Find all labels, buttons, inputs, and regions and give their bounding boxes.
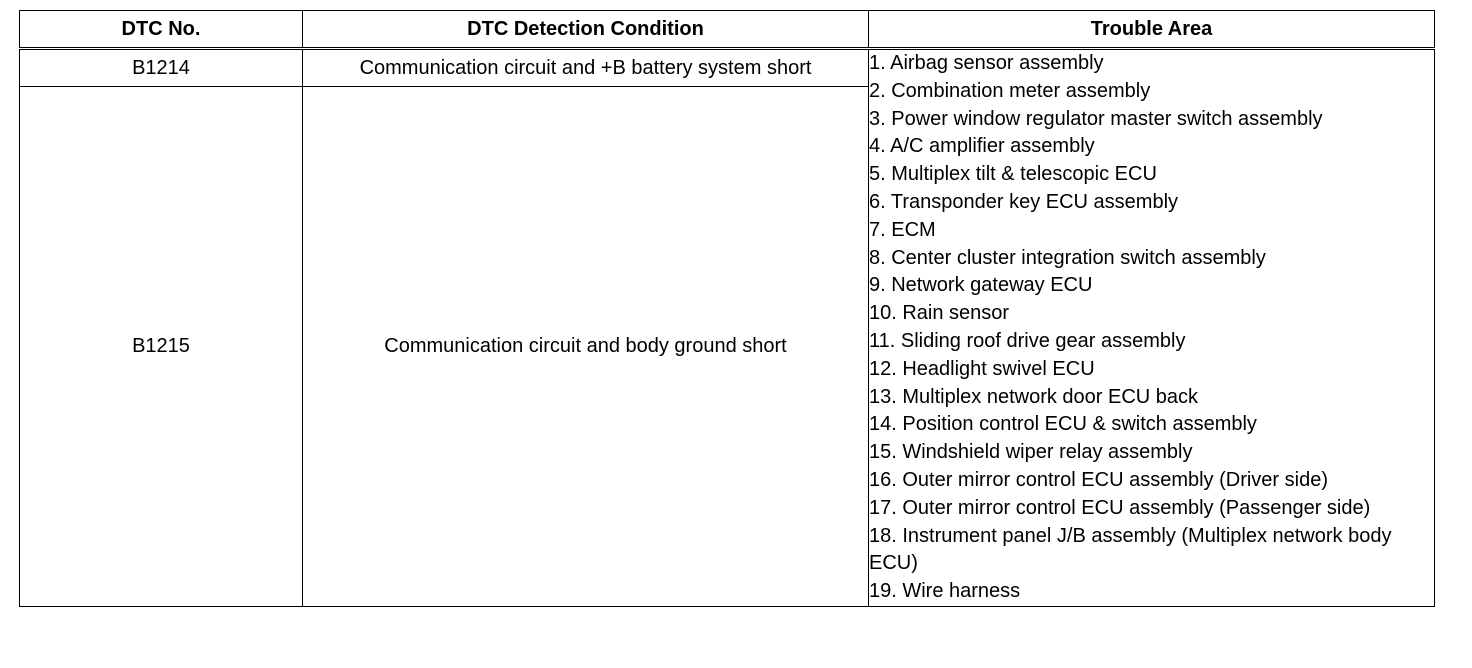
list-item: 16. Outer mirror control ECU assembly (D… [869,468,1328,491]
list-item: 15. Windshield wiper relay assembly [869,441,1193,464]
dtc-table: DTC No. DTC Detection Condition Trouble … [19,10,1435,607]
list-item: 8. Center cluster integration switch ass… [869,246,1266,269]
table-header: DTC No. DTC Detection Condition Trouble … [19,10,1435,50]
list-item: 6. Transponder key ECU assembly [869,190,1179,213]
table-row: B1215 Communication circuit and body gro… [19,86,1435,607]
list-item: 19. Wire harness [869,580,1021,603]
table-body: B1214 Communication circuit and +B batte… [19,48,1435,607]
detection-condition-cell: Communication circuit and body ground sh… [302,86,869,607]
list-item: 12. Headlight swivel ECU [869,357,1095,380]
list-item: 17. Outer mirror control ECU assembly (P… [869,496,1371,519]
list-item: 3. Power window regulator master switch … [869,107,1323,130]
header-dtc-no: DTC No. [19,10,303,50]
table-row: B1214 Communication circuit and +B batte… [19,48,1435,607]
list-item: 9. Network gateway ECU [869,274,1093,297]
list-item: 7. ECM [869,218,936,241]
list-item: 18. Instrument panel J/B assembly (Multi… [869,524,1392,575]
header-detection-condition: DTC Detection Condition [302,10,869,50]
header-row: DTC No. DTC Detection Condition Trouble … [19,10,1435,50]
dtc-code-cell: B1214 [19,48,303,87]
list-item: 10. Rain sensor [869,302,1010,325]
trouble-area-list: 1. Airbag sensor assembly 2. Combination… [869,50,1434,606]
dtc-code-cell: B1215 [19,86,303,607]
list-item: 1. Airbag sensor assembly [869,52,1104,74]
list-item: 14. Position control ECU & switch assemb… [869,413,1257,436]
detection-condition-cell: Communication circuit and +B battery sys… [302,48,869,87]
list-item: 11. Sliding roof drive gear assembly [869,329,1186,352]
list-item: 5. Multiplex tilt & telescopic ECU [869,163,1157,186]
list-item: 2. Combination meter assembly [869,79,1151,102]
header-trouble-area: Trouble Area [868,10,1435,50]
list-item: 13. Multiplex network door ECU back [869,385,1199,408]
list-item: 4. A/C amplifier assembly [869,135,1095,158]
trouble-area-cell: 1. Airbag sensor assembly 2. Combination… [868,48,1435,607]
